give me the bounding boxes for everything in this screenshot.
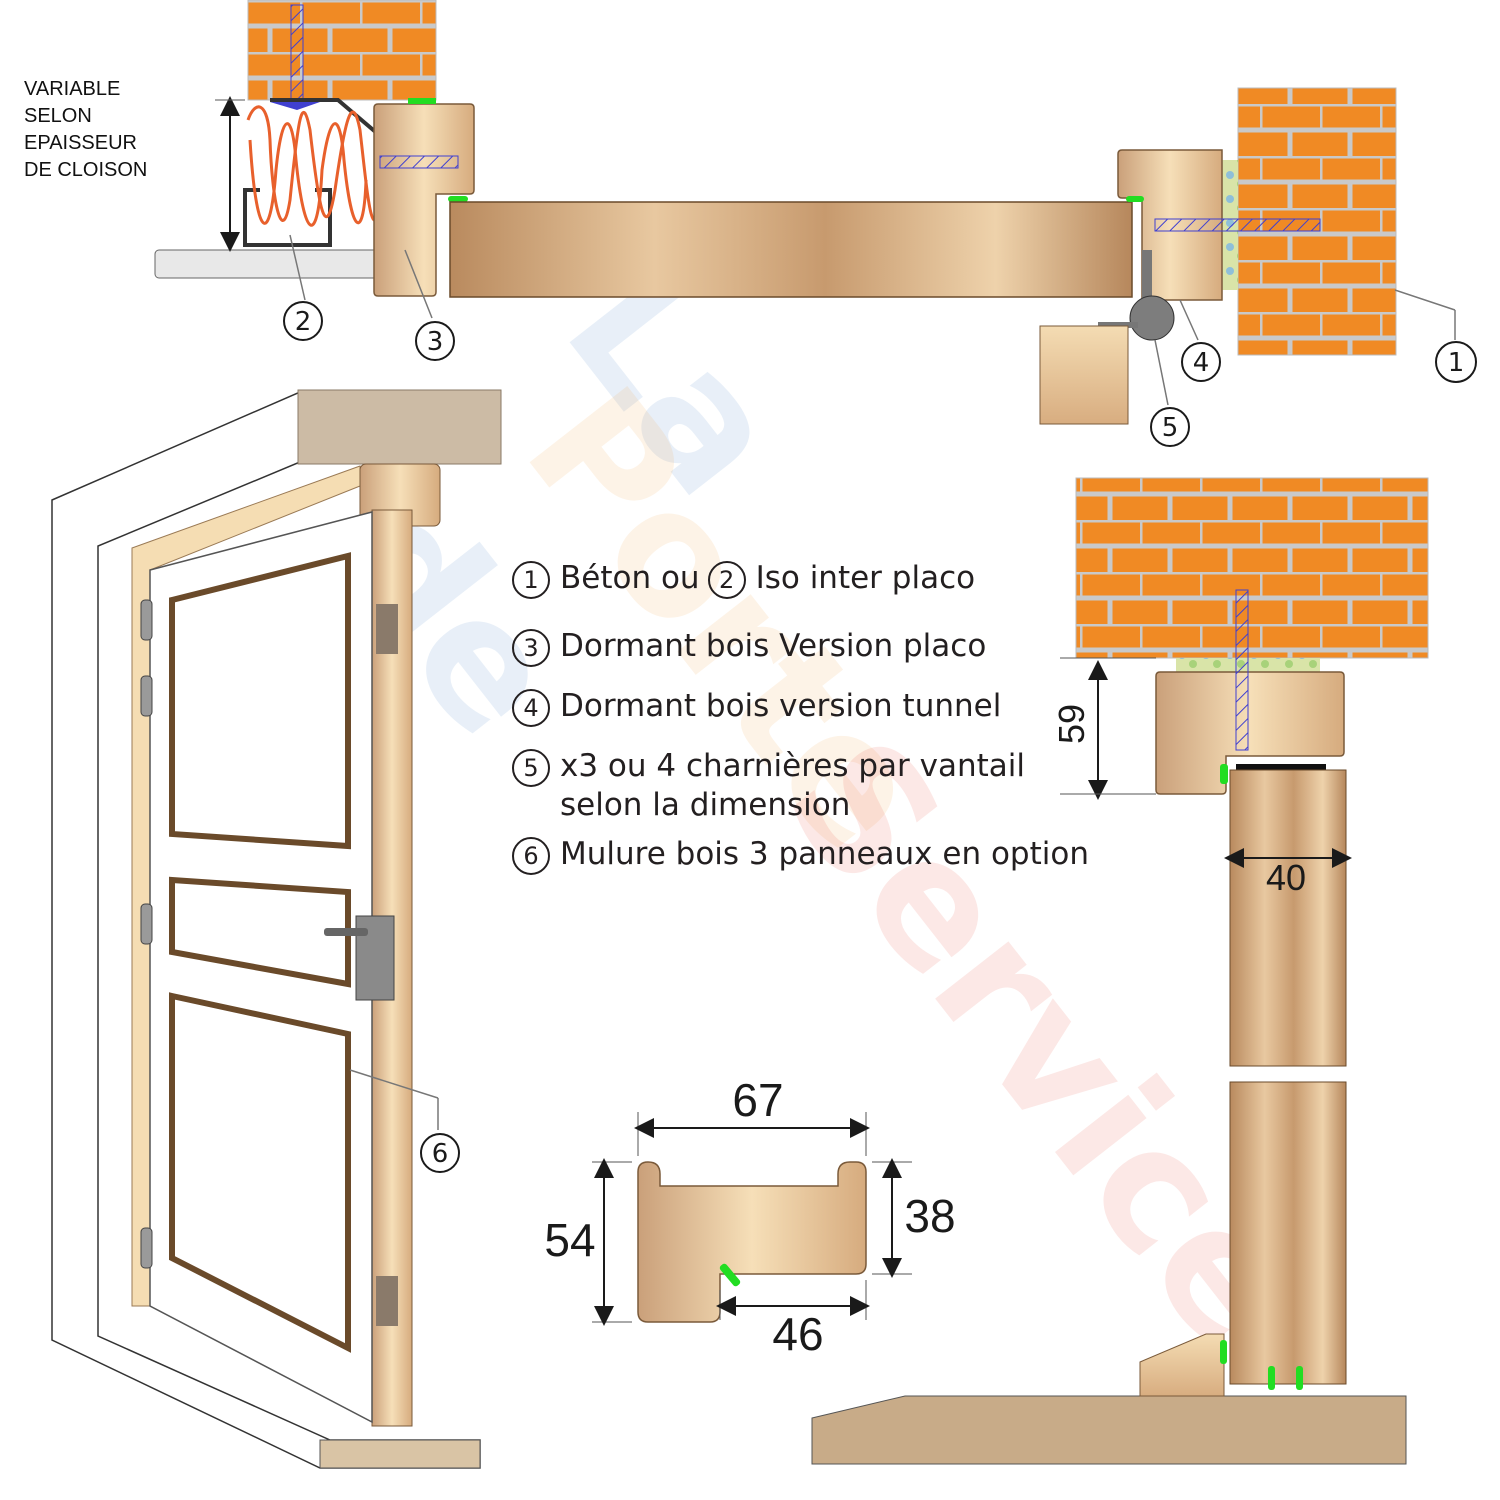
wall-thickness-note: VARIABLE SELON EPAISSEUR DE CLOISON [24, 76, 194, 184]
metal-rail [243, 188, 332, 247]
legend-text: Béton ou [560, 560, 700, 596]
screw-vertical-top [290, 4, 304, 101]
dim-rebate-width: 46 [772, 1308, 823, 1360]
legend-item-6: 6 Mulure bois 3 panneaux en option [512, 836, 1089, 875]
callout-5: 5 [1162, 413, 1179, 443]
hinge-icon-2 [140, 675, 153, 717]
dim-door-thickness: 40 [1266, 857, 1306, 898]
brick-wall-top-left [247, 0, 437, 101]
tunnel-section [1039, 87, 1397, 425]
legend-text-continued: selon la dimension [560, 786, 851, 823]
door-leaf-upper [1229, 769, 1347, 1067]
wall-head-block [297, 389, 502, 465]
dim-profile-height: 54 [544, 1214, 595, 1266]
legend-item-4: 4 Dormant bois version tunnel [512, 688, 1001, 727]
legend-number: 3 [512, 628, 550, 667]
legend-item-3: 3 Dormant bois Version placo [512, 628, 986, 667]
door-perspective: 6 [51, 389, 502, 1469]
legend-text: Mulure bois 3 panneaux en option [560, 836, 1089, 872]
dim-frame-depth: 59 [1051, 704, 1092, 744]
note-line: DE CLOISON [24, 159, 148, 181]
hinge-knuckle [1129, 295, 1175, 341]
legend-number: 5 [512, 748, 550, 787]
placo-section [154, 0, 475, 297]
panel-bottom [169, 992, 351, 1353]
note-line: EPAISSEUR [24, 132, 137, 154]
door-leaf-lower [1229, 1081, 1347, 1385]
legend-number: 6 [512, 836, 550, 875]
legend-item-5: 5 x3 ou 4 charnières par vantail selon la… [512, 748, 1025, 823]
frame-profile-placo [373, 103, 475, 297]
dim-rebate-height: 38 [904, 1190, 955, 1242]
door-handle-icon [324, 928, 368, 936]
insulation-coil [246, 105, 384, 222]
frame-profile-dimensioned [637, 1161, 867, 1323]
legend-number: 4 [512, 688, 550, 727]
screw-horizontal-tunnel [1154, 218, 1321, 232]
legend-text: x3 ou 4 charnières par vantail [560, 748, 1025, 784]
door-leaf-section [449, 201, 1133, 298]
legend-text: Dormant bois Version placo [560, 628, 987, 664]
panel-top [169, 552, 351, 850]
floor-slab [319, 1439, 481, 1469]
open-leaf-section [1039, 325, 1129, 425]
callout-3: 3 [427, 327, 444, 357]
dim-profile-width: 67 [732, 1074, 783, 1126]
legend-text: Iso inter placo [755, 560, 976, 596]
screw-vertical-head [1235, 589, 1249, 751]
hinge-icon-1 [140, 599, 153, 641]
profile-dimension-drawing: 67 54 38 46 [544, 1074, 955, 1360]
screw-horizontal-placo [379, 155, 459, 169]
hinge-icon-4 [140, 1227, 153, 1269]
callout-6: 6 [432, 1139, 449, 1169]
legend-text: Dormant bois version tunnel [560, 688, 1002, 724]
callout-2: 2 [295, 307, 312, 337]
legend-number: 1 [512, 560, 550, 599]
brick-wall-lintel [1075, 477, 1429, 659]
note-line: VARIABLE [24, 78, 121, 100]
vertical-section: 59 40 [811, 477, 1429, 1465]
threshold-block [1139, 1333, 1225, 1397]
hinge-icon-3 [140, 903, 153, 945]
callout-1: 1 [1448, 348, 1465, 378]
panel-middle [169, 876, 351, 988]
frame-profile-head [1155, 671, 1345, 795]
legend-number: 2 [707, 560, 746, 599]
callout-4: 4 [1193, 348, 1210, 378]
plaster-board [154, 249, 388, 279]
floor-slab-section [811, 1395, 1407, 1465]
note-line: SELON [24, 105, 92, 127]
callout-markers: 1 2 3 4 5 [283, 234, 1477, 447]
